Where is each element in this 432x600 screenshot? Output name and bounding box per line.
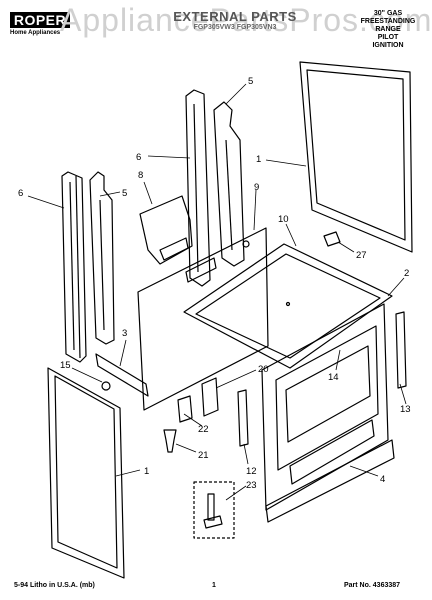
callout-9: 9 xyxy=(254,182,259,193)
part-1-frame-right xyxy=(299,61,413,253)
callout-2: 2 xyxy=(404,268,409,279)
callout-27: 27 xyxy=(356,250,367,261)
leader-20 xyxy=(215,369,257,389)
callout-12: 12 xyxy=(246,466,257,477)
product-description: 30" GAS FREESTANDING RANGE PILOT IGNITIO… xyxy=(352,10,424,50)
callout-15: 15 xyxy=(60,360,71,371)
part-5-channel-left xyxy=(89,171,115,345)
leader-14 xyxy=(335,349,341,371)
callout-1-left: 1 xyxy=(144,466,149,477)
leader-15 xyxy=(71,367,103,383)
callout-21: 21 xyxy=(198,450,209,461)
leader-5-left xyxy=(99,191,121,197)
part-21-leveling-leg xyxy=(163,429,177,453)
callout-8: 8 xyxy=(138,170,143,181)
part-8-burner-box xyxy=(139,195,193,265)
callout-14: 14 xyxy=(328,372,339,383)
callout-22: 22 xyxy=(198,424,209,435)
leader-23 xyxy=(225,485,247,501)
callout-5-left: 5 xyxy=(122,188,127,199)
leader-2 xyxy=(387,277,405,297)
callout-5-upper: 5 xyxy=(248,76,253,87)
leader-8 xyxy=(143,181,153,205)
callout-6-left: 6 xyxy=(18,188,23,199)
callout-10: 10 xyxy=(278,214,289,225)
leader-22 xyxy=(183,413,203,427)
leader-5-upper xyxy=(225,83,247,105)
callout-3: 3 xyxy=(122,328,127,339)
part-20-bracket xyxy=(201,377,219,417)
leader-3 xyxy=(119,339,127,367)
footer-part-number: Part No. 4363387 xyxy=(344,582,401,589)
part-4-kick-plate xyxy=(265,439,395,523)
desc-line-1: 30" GAS xyxy=(373,10,403,17)
roper-logo: ROPER xyxy=(10,12,70,28)
part-6-side-rail-left xyxy=(61,171,87,363)
leader-6-upper xyxy=(147,155,191,159)
footer-page-number: 1 xyxy=(212,582,216,589)
leader-9 xyxy=(253,189,257,231)
footer-litho: 5-94 Litho in U.S.A. (mb) xyxy=(14,582,95,589)
callout-4: 4 xyxy=(380,474,385,485)
logo-subtitle: Home Appliances xyxy=(10,30,61,36)
leader-6-left xyxy=(27,195,65,209)
leader-21 xyxy=(175,443,197,453)
callout-1-right: 1 xyxy=(256,154,261,165)
desc-line-2: FREESTANDING xyxy=(360,18,416,25)
desc-line-5: IGNITION xyxy=(372,42,404,49)
callout-13: 13 xyxy=(400,404,411,415)
leader-1-right xyxy=(265,159,307,167)
callout-20: 20 xyxy=(258,364,269,375)
callout-6-upper: 6 xyxy=(136,152,141,163)
part-3-bottom-rail xyxy=(95,353,149,397)
page-title: EXTERNAL PARTS xyxy=(173,9,297,24)
part-1-door-panel xyxy=(47,367,125,579)
part-27-knob xyxy=(323,231,341,247)
part-15-screw xyxy=(101,381,111,391)
leader-4 xyxy=(349,465,379,477)
part-9-back-panel xyxy=(137,227,269,411)
model-numbers: FGP305VW3 FGP305VN3 xyxy=(193,24,277,31)
callout-23: 23 xyxy=(246,480,257,491)
leader-13 xyxy=(399,383,407,405)
part-13-side-strip xyxy=(395,311,407,389)
part-12-bracket xyxy=(237,389,249,447)
desc-line-4: PILOT xyxy=(377,34,399,41)
leader-12 xyxy=(243,443,249,465)
leader-10 xyxy=(285,223,297,247)
part-10-cooktop xyxy=(183,243,393,369)
part-2-front-frame xyxy=(261,303,389,511)
watermark: AppliancePartsPros.com xyxy=(60,2,432,38)
desc-line-3: RANGE xyxy=(375,26,401,33)
part-5-channel-upper xyxy=(213,101,245,267)
part-23-hardware-kit xyxy=(193,481,235,539)
part-22-foot xyxy=(177,395,193,423)
leader-27 xyxy=(337,241,355,253)
part-6-side-rail-upper xyxy=(185,89,211,287)
leader-1-left xyxy=(115,469,141,477)
part-14-inner-panel xyxy=(285,345,371,443)
